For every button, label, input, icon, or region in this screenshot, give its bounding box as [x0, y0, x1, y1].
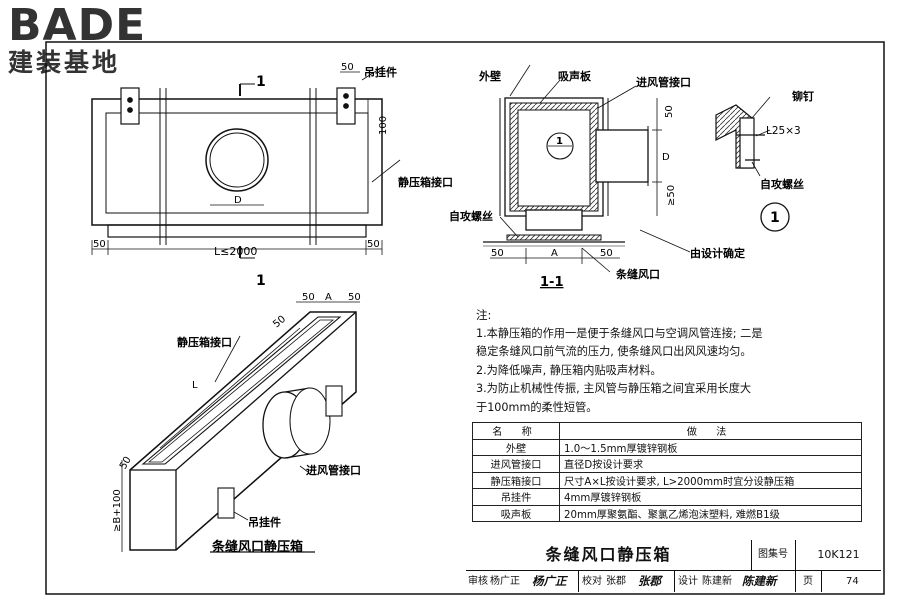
self-tapping-label-section: 自攻螺丝 — [449, 209, 493, 223]
inlet-circle-outer — [205, 128, 269, 192]
cell-name: 进风管接口 — [472, 455, 560, 473]
material-table: 名 称 做 法 外壁 1.0～1.5mm厚镀锌钢板 进风管接口 直径D按设计要求… — [472, 422, 862, 522]
dim-ge50-section: ≥50 — [666, 185, 677, 206]
section-view — [483, 64, 691, 273]
dim-A-section: A — [551, 248, 558, 259]
title-block: 条缝风口静压箱 图集号 10K121 审核 杨广正 杨广正 校对 张郡 张郡 设… — [466, 540, 881, 592]
dim-50-iso-left: 50 — [271, 314, 288, 331]
review-name: 杨广正 — [490, 576, 520, 587]
review-label: 审核 — [468, 576, 488, 587]
inlet-duct-label-section: 进风管接口 — [636, 75, 691, 89]
note-line-5: 于100mm的柔性短管。 — [476, 400, 598, 414]
cell-method: 尺寸A×L按设计要求, L>2000mm时宜分设静压箱 — [559, 471, 862, 489]
atlas-number: 10K121 — [796, 540, 881, 571]
cell-name: 吊挂件 — [472, 488, 560, 506]
rivet-label: 铆钉 — [792, 89, 814, 103]
header-name: 名 称 — [472, 422, 560, 440]
note-line-4: 3.为防止机械性传振, 主风管与静压箱之间宜采用长度大 — [476, 382, 752, 395]
check-name: 张郡 — [606, 576, 626, 587]
bottom-section-mark-1: 1 — [256, 273, 266, 289]
header-method: 做 法 — [559, 422, 862, 440]
review-signature: 杨广正 — [532, 574, 567, 588]
hanger-label-iso: 吊挂件 — [248, 515, 281, 529]
section-title: 1-1 — [540, 275, 564, 290]
table-row: 外壁 1.0～1.5mm厚镀锌钢板 — [472, 438, 862, 456]
check-label: 校对 — [582, 576, 602, 587]
dim-L-iso: L — [192, 380, 198, 391]
box-inner — [105, 112, 369, 214]
design-signature: 陈建新 — [742, 574, 777, 588]
drawing-title: 条缝风口静压箱 — [466, 540, 752, 571]
sheet-border — [45, 41, 885, 595]
inlet-duct-section — [595, 129, 649, 183]
hanger-label-top: 吊挂件 — [364, 65, 397, 79]
cell-name: 外壁 — [472, 438, 560, 456]
dim-50-left-top: 50 — [93, 239, 106, 250]
detail-number-circle — [760, 202, 790, 232]
table-row: 吸声板 20mm厚聚氨酯、聚氯乙烯泡沫塑料, 难燃B1级 — [472, 504, 862, 522]
slot-outlet-plan — [107, 224, 367, 238]
by-design-label: 由设计确定 — [690, 246, 745, 260]
cell-method: 20mm厚聚氨酯、聚氯乙烯泡沫塑料, 难燃B1级 — [559, 504, 862, 522]
cell-method: 直径D按设计要求 — [559, 455, 862, 473]
note-line-3: 2.为降低噪声, 静压箱内贴吸声材料。 — [476, 363, 662, 377]
dim-50-right-section: 50 — [600, 248, 613, 259]
cell-method: 1.0～1.5mm厚镀锌钢板 — [559, 438, 862, 456]
table-row: 进风管接口 直径D按设计要求 — [472, 455, 862, 473]
table-header-row: 名 称 做 法 — [472, 422, 862, 440]
dim-A-iso: A — [325, 292, 332, 303]
dim-100: 100 — [378, 116, 389, 135]
hanger-left — [120, 87, 140, 125]
dim-50-top: 50 — [341, 62, 354, 73]
slot-outlet-label-section: 条缝风口 — [615, 267, 660, 281]
slot-neck-section — [525, 209, 583, 231]
inlet-circle-inner — [209, 132, 265, 188]
note-line-1: 1.本静压箱的作用一是便于条缝风口与空调风管连接; 二是 — [476, 326, 763, 340]
table-row: 静压箱接口 尺寸A×L按设计要求, L>2000mm时宜分设静压箱 — [472, 471, 862, 489]
cell-method: 4mm厚镀锌钢板 — [559, 488, 862, 506]
isometric-view — [121, 301, 360, 553]
notes-title: 注: — [476, 308, 492, 322]
top-view — [91, 65, 401, 259]
dim-50-iso-a: 50 — [302, 292, 315, 303]
dim-height-iso: ≥B+100 — [112, 489, 123, 532]
detail-number: 1 — [770, 210, 780, 226]
note-line-2: 稳定条缝风口前气流的压力, 使条缝风口出风风速均匀。 — [476, 345, 752, 358]
design-name: 陈建新 — [702, 576, 732, 587]
brand-logo: BADE 建装基地 — [8, 4, 178, 78]
design-label: 设计 — [678, 576, 698, 587]
logo-subtitle: 建装基地 — [8, 48, 121, 77]
page-number: 74 — [846, 576, 859, 587]
screw-label-detail: 自攻螺丝 — [760, 177, 804, 191]
cell-name: 吸声板 — [472, 504, 560, 522]
plenum-port-label-iso: 静压箱接口 — [177, 335, 232, 349]
outer-wall-label: 外壁 — [478, 69, 501, 83]
inlet-label-iso: 进风管接口 — [306, 463, 361, 477]
cell-name: 静压箱接口 — [472, 471, 560, 489]
check-signature: 张郡 — [638, 574, 661, 588]
dim-L-top: L≤2000 — [214, 245, 257, 258]
signature-row: 审核 杨广正 杨广正 校对 张郡 张郡 设计 陈建新 陈建新 页 74 — [466, 571, 881, 592]
sound-panel-label: 吸声板 — [558, 69, 592, 83]
notes-block: 注: 1.本静压箱的作用一是便于条缝风口与空调风管连接; 二是 稳定条缝风口前气… — [476, 306, 876, 417]
dim-50-left-section: 50 — [491, 248, 504, 259]
iso-caption: 条缝风口静压箱 — [212, 539, 303, 555]
dim-D-section: D — [662, 152, 670, 163]
dim-D-top: D — [234, 195, 242, 206]
page-label: 页 — [803, 576, 813, 587]
angle-label: L25×3 — [766, 125, 801, 137]
logo-brand: BADE — [8, 0, 147, 51]
dim-50-section: 50 — [664, 105, 675, 118]
plenum-port-label-top: 静压箱接口 — [398, 175, 453, 189]
atlas-label: 图集号 — [751, 540, 796, 571]
dim-50-right-top: 50 — [367, 239, 380, 250]
detail-callout-number: 1 — [556, 136, 563, 147]
top-section-mark-1: 1 — [256, 74, 266, 90]
detail-1 — [715, 96, 790, 232]
table-row: 吊挂件 4mm厚镀锌钢板 — [472, 488, 862, 506]
dim-50-iso-b: 50 — [348, 292, 361, 303]
